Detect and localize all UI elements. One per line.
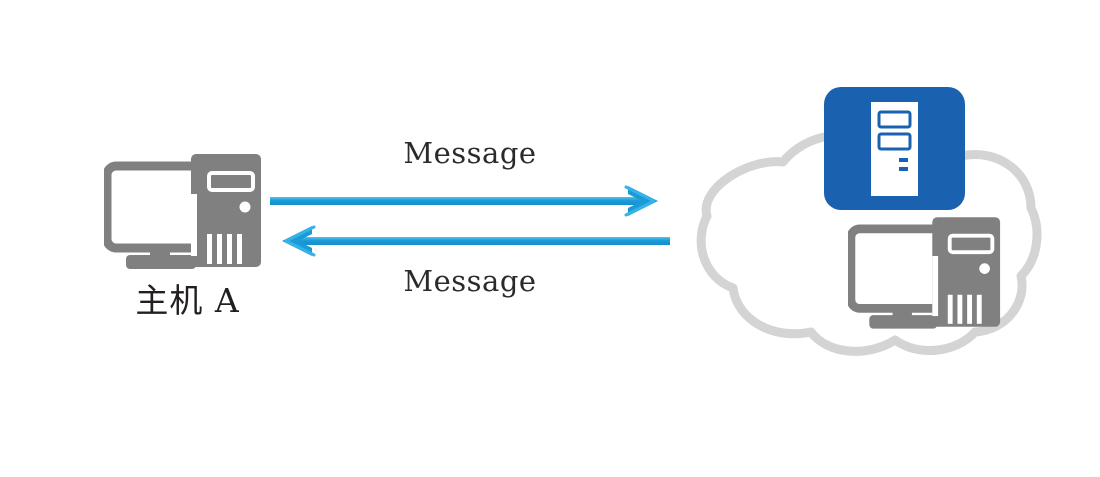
- message-edges: Message: [268, 136, 672, 326]
- server-tower-icon: [823, 86, 966, 211]
- edge-label-message-return: Message: [403, 264, 537, 298]
- arrow-left-icon[interactable]: [268, 224, 672, 258]
- desktop-computer-icon: [102, 148, 264, 273]
- node-network-cloud[interactable]: [655, 87, 1055, 363]
- desktop-computer-icon: [846, 211, 1003, 333]
- arrow-right-icon[interactable]: [268, 184, 672, 218]
- node-host-a[interactable]: 主机 A: [102, 148, 274, 323]
- node-label-host-a: 主机 A: [135, 281, 240, 320]
- edge-label-message-forward: Message: [403, 136, 537, 170]
